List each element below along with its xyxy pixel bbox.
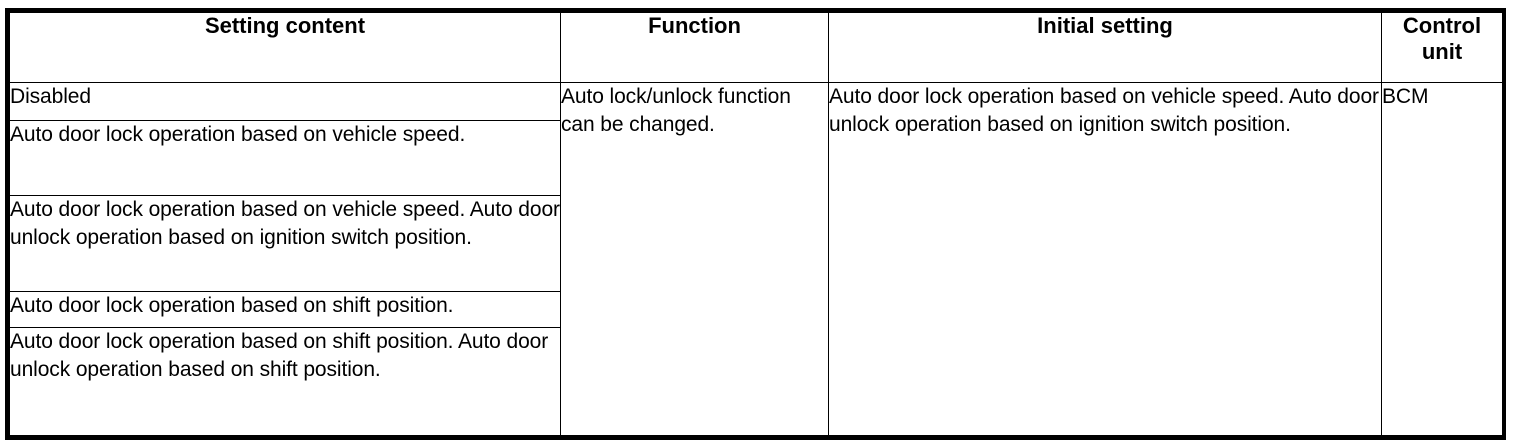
cell-setting-content-2-text: Auto door lock operation based on vehicl…	[10, 123, 466, 147]
column-header-setting-content-label: Setting content	[204, 13, 366, 38]
cell-control-unit-merged: BCM	[1381, 82, 1503, 436]
spec-table-frame: Setting content Function Initial setting…	[5, 8, 1506, 440]
table-body: Disabled Auto lock/unlock function can b…	[9, 81, 1503, 437]
cell-setting-content-5-text: Auto door lock operation based on shift …	[10, 329, 549, 381]
cell-setting-content-4-text: Auto door lock operation based on shift …	[10, 293, 454, 317]
settings-table: Setting content Function Initial setting…	[9, 12, 1503, 437]
cell-function-merged: Auto lock/unlock function can be changed…	[560, 82, 829, 436]
cell-setting-content-5: Auto door lock operation based on shift …	[9, 326, 561, 437]
column-header-setting-content: Setting content	[9, 12, 561, 83]
table-header: Setting content Function Initial setting…	[9, 12, 1503, 83]
column-header-control-unit: Control unit	[1381, 12, 1503, 83]
column-header-control-unit-label: Control unit	[1402, 13, 1482, 64]
column-header-function: Function	[560, 12, 829, 83]
table-row: Disabled Auto lock/unlock function can b…	[9, 81, 1503, 436]
cell-setting-content-1: Disabled	[9, 81, 561, 122]
cell-setting-content-2: Auto door lock operation based on vehicl…	[9, 120, 561, 197]
cell-control-unit-merged-text: BCM	[1382, 85, 1429, 108]
column-header-function-label: Function	[648, 13, 741, 38]
table-row: Auto door lock operation based on vehicl…	[9, 195, 1503, 292]
column-header-initial-setting: Initial setting	[828, 12, 1382, 83]
header-row: Setting content Function Initial setting…	[9, 12, 1503, 83]
cell-setting-content-3-text: Auto door lock operation based on vehicl…	[10, 198, 560, 250]
cell-setting-content-4: Auto door lock operation based on shift …	[9, 290, 561, 328]
table-row: Auto door lock operation based on shift …	[9, 326, 1503, 437]
cell-setting-content-1-text: Disabled	[10, 85, 91, 108]
cell-initial-setting-merged: Auto door lock operation based on vehicl…	[828, 82, 1382, 436]
cell-function-merged-text: Auto lock/unlock function can be changed…	[561, 85, 791, 136]
column-header-initial-setting-label: Initial setting	[1037, 13, 1173, 38]
cell-setting-content-3: Auto door lock operation based on vehicl…	[9, 195, 561, 292]
table-row: Auto door lock operation based on vehicl…	[9, 120, 1503, 197]
cell-initial-setting-merged-text: Auto door lock operation based on vehicl…	[829, 85, 1379, 136]
